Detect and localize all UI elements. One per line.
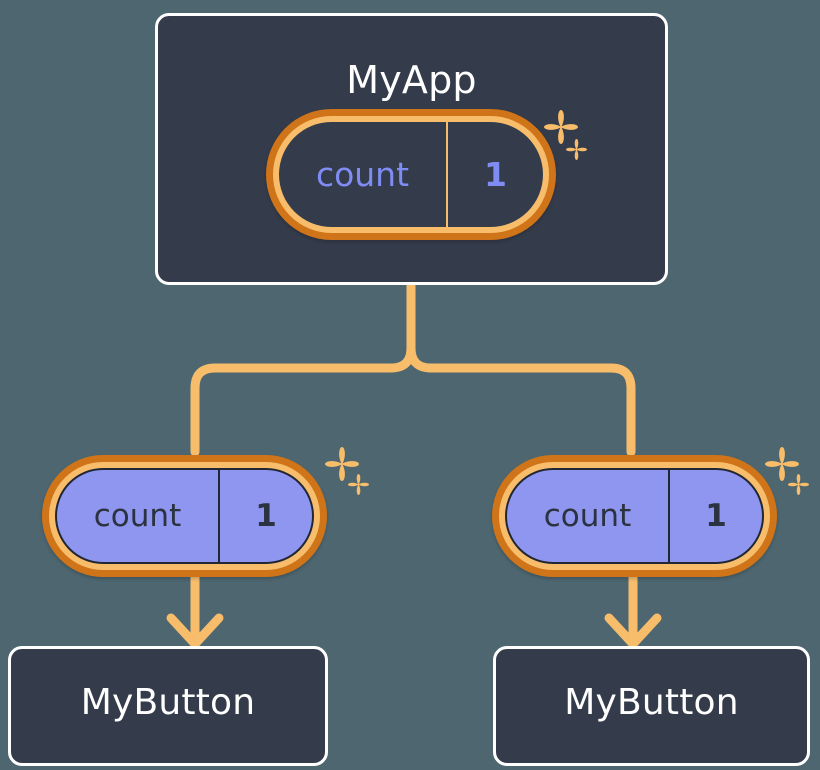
state-key-label: count [543,498,632,534]
pill-inner-ring: count 1 [273,116,549,233]
state-key-label: count [93,498,182,534]
pill-divider [446,122,448,227]
component-title-mybutton-right: MyButton [564,682,739,723]
state-pill-child-right[interactable]: count 1 [492,455,777,577]
pill-body: count 1 [55,468,314,564]
sparkle-small-icon [788,474,809,495]
pill-divider [218,470,220,562]
pill-divider [668,470,670,562]
sparkle-small-icon [348,474,369,495]
state-key-label: count [315,155,410,194]
pill-inner-ring: count 1 [49,462,320,570]
pill-inner-ring: count 1 [499,462,770,570]
state-pill-child-left[interactable]: count 1 [42,455,327,577]
state-pill-root[interactable]: count 1 [266,109,556,240]
component-box-mybutton-right[interactable]: MyButton [493,646,810,766]
pill-body: count 1 [505,468,764,564]
sparkle-large-icon [765,447,799,481]
component-title-myapp: MyApp [346,58,477,102]
state-value-label: 1 [255,498,277,534]
pill-body: count 1 [279,122,543,227]
component-title-mybutton-left: MyButton [80,682,256,723]
component-box-mybutton-left[interactable]: MyButton [8,646,328,766]
sparkle-large-icon [325,447,359,481]
state-value-label: 1 [484,155,507,194]
state-value-label: 1 [705,498,727,534]
